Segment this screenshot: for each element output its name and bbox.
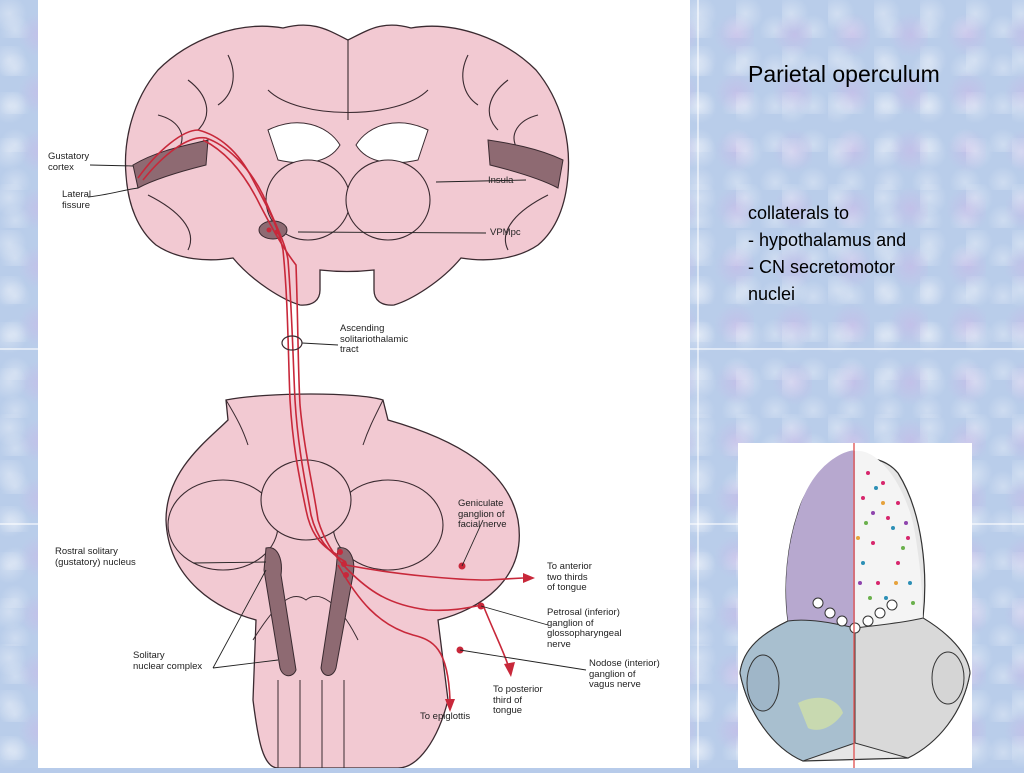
label-insula: Insula bbox=[488, 175, 514, 186]
background-divider bbox=[697, 0, 699, 768]
pons-center bbox=[260, 459, 352, 541]
diagram-drawing bbox=[87, 24, 587, 769]
arrow-anterior-tongue bbox=[523, 573, 535, 583]
thalamus-right bbox=[345, 159, 431, 241]
vagal-fiber bbox=[337, 564, 451, 701]
insula-region bbox=[487, 139, 564, 189]
label-lateral-fissure: Lateral fissure bbox=[62, 189, 92, 211]
arrow-posterior-tongue bbox=[504, 662, 515, 677]
arrow-epiglottis bbox=[445, 699, 455, 712]
tongue-illustration bbox=[738, 443, 972, 768]
geniculate-fiber bbox=[345, 564, 524, 581]
label-petrosal: Petrosal (inferior) ganglion of glossoph… bbox=[547, 607, 622, 650]
tongue-drawing bbox=[739, 443, 971, 768]
taste-bud-dots bbox=[861, 471, 910, 585]
label-anterior-tongue: To anterior two thirds of tongue bbox=[547, 561, 592, 593]
body-line: collaterals to bbox=[748, 203, 850, 223]
solitary-nucleus-left bbox=[263, 547, 297, 677]
body-line: - hypothalamus and bbox=[748, 230, 907, 250]
body-line: nuclei bbox=[748, 284, 796, 304]
tongue-root-right bbox=[854, 617, 971, 759]
tongue-right-body bbox=[855, 450, 923, 628]
label-posterior-tongue: To posterior third of tongue bbox=[493, 684, 543, 716]
slide-body-text: collaterals to - hypothalamus and - CN s… bbox=[748, 200, 906, 308]
label-ascending-tract: Ascending solitariothalamic tract bbox=[340, 323, 409, 355]
label-vpmpc: VPMpc bbox=[490, 227, 521, 238]
body-line: - CN secretomotor bbox=[748, 257, 896, 277]
ascending-tract-line bbox=[137, 129, 339, 556]
ascending-tract-line bbox=[202, 139, 349, 571]
label-rostral-solitary: Rostral solitary (gustatory) nucleus bbox=[55, 546, 136, 568]
label-gustatory-cortex: Gustatory cortex bbox=[48, 151, 90, 173]
label-nodose: Nodose (interior) ganglion of vagus nerv… bbox=[589, 658, 660, 690]
brain-coronal-section bbox=[124, 24, 570, 306]
label-geniculate: Geniculate ganglion of facial nerve bbox=[458, 498, 507, 530]
label-solitary-complex: Solitary nuclear complex bbox=[133, 650, 203, 672]
slide-heading: Parietal operculum bbox=[748, 61, 940, 87]
gustatory-pathway-diagram: Gustatory cortex Lateral fissure Insula … bbox=[38, 0, 690, 769]
solitary-nucleus-right bbox=[320, 547, 355, 676]
tongue-left-body bbox=[786, 450, 855, 628]
label-epiglottis: To epiglottis bbox=[420, 711, 471, 722]
petrosal-fiber bbox=[347, 569, 509, 666]
ascending-tract-line bbox=[142, 136, 347, 563]
